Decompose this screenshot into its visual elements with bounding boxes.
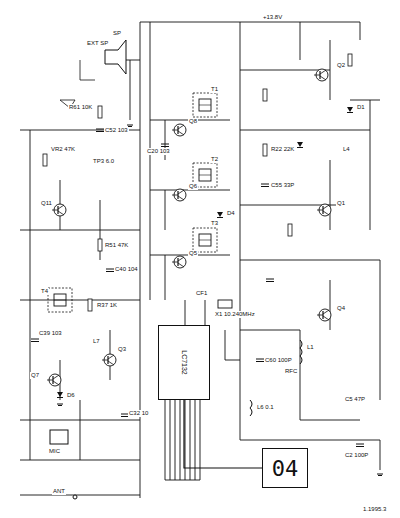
component-label: D1	[356, 104, 366, 111]
component-label: C2 100P	[344, 452, 369, 459]
component-label: 1.1995.3	[362, 506, 387, 513]
component-label: R22 22K	[270, 146, 295, 153]
component-label: MIC	[48, 448, 61, 455]
component-label: X1 10.240MHz	[214, 311, 256, 318]
component-label: VR2 47K	[50, 146, 76, 153]
component-label: L7	[92, 338, 101, 345]
component-label: C20 103	[146, 148, 171, 155]
component-label: L1	[306, 344, 315, 351]
component-label: C32 10	[128, 410, 149, 417]
component-label: C60 100P	[264, 357, 293, 364]
component-label: T4	[40, 288, 49, 295]
component-label: C40 104	[114, 266, 139, 273]
component-label: C39 103	[38, 330, 63, 337]
data-bus	[184, 400, 262, 468]
component-label: Q6	[188, 183, 198, 190]
chip-name: LC7132	[181, 350, 188, 375]
component-label: TP3 6.0	[92, 158, 115, 165]
component-label: C5 47P	[344, 396, 366, 403]
component-label: Q1	[336, 200, 346, 207]
component-label: D4	[226, 210, 236, 217]
component-label: L4	[342, 146, 351, 153]
component-label: Q11	[40, 200, 53, 207]
component-label: Q2	[336, 62, 346, 69]
ic-chip: LC7132	[158, 325, 210, 400]
component-label: Q3	[117, 346, 127, 353]
component-label: T1	[210, 86, 219, 93]
component-label: D6	[66, 392, 76, 399]
component-label: T2	[210, 156, 219, 163]
component-label: C55 33P	[270, 182, 295, 189]
component-label: SP	[112, 30, 122, 37]
antenna-label: ANT	[52, 488, 66, 495]
led-display: 04	[262, 448, 308, 488]
component-label: Q4	[336, 305, 346, 312]
component-label: +13.8V	[262, 14, 283, 21]
component-label: T3	[210, 220, 219, 227]
display-digits: 04	[272, 456, 299, 481]
component-label: L6 0.1	[256, 404, 275, 411]
component-label: RFC	[284, 368, 298, 375]
component-label: C52 103	[104, 127, 129, 134]
component-label: CF1	[195, 290, 208, 297]
component-label: Q8	[188, 118, 198, 125]
component-label: R61 10K	[68, 104, 93, 111]
component-label: Q7	[30, 372, 40, 379]
component-label: R51 47K	[104, 242, 129, 249]
component-label: Q5	[188, 250, 198, 257]
component-label: EXT SP	[86, 40, 109, 47]
component-label: R37 1K	[96, 302, 118, 309]
